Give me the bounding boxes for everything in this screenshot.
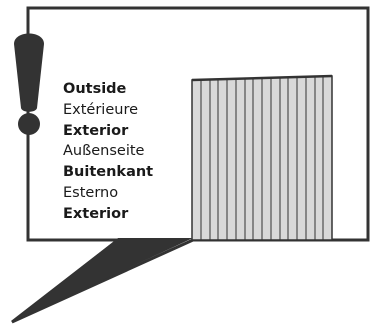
speech-bubble-tail [12, 238, 193, 322]
label-aussenseite: Außenseite [63, 143, 145, 160]
exclamation-icon [14, 33, 44, 135]
label-exterior-2: Exterior [63, 205, 129, 222]
label-outside: Outside [63, 81, 127, 97]
label-esterno: Esterno [63, 184, 119, 201]
exterior-panel [191, 74, 333, 241]
label-list: Outside Extérieure Exterior Außenseite B… [63, 79, 153, 225]
label-buitenkant: Buitenkant [63, 164, 154, 181]
label-exterieure: Extérieure [63, 101, 139, 118]
label-exterior: Exterior [63, 122, 129, 139]
